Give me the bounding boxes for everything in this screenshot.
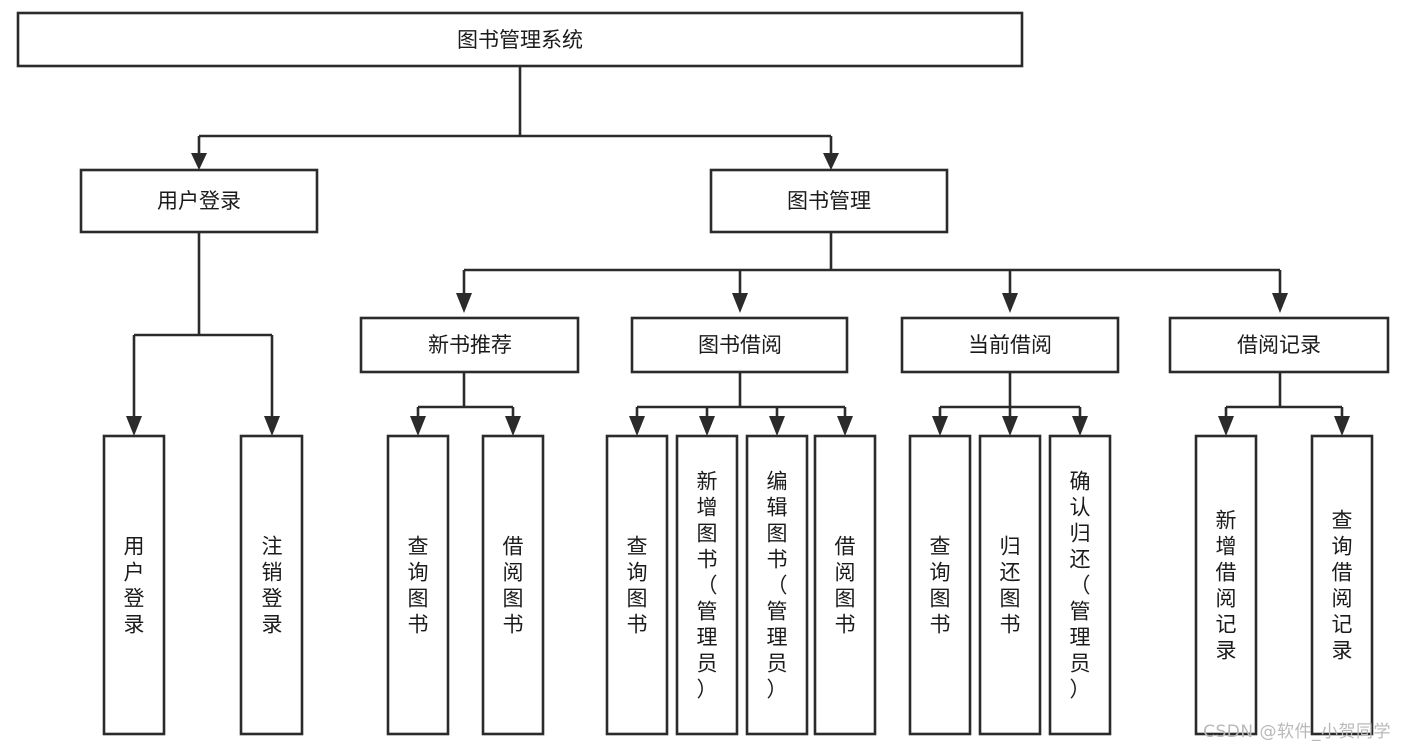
- node-leaf-query-record[interactable]: 查询借阅记录: [1310, 434, 1374, 736]
- node-user-login-label: 用户登录: [157, 189, 241, 213]
- arrowhead-book-management: [823, 153, 839, 170]
- arrowhead-leaf-add-book: [699, 416, 715, 436]
- node-leaf-logout-login-label: 注销登录: [262, 534, 283, 636]
- node-leaf-return-book-box[interactable]: [978, 434, 1042, 736]
- node-leaf-user-login-label: 用户登录: [124, 534, 145, 636]
- node-user-login[interactable]: 用户登录: [79, 168, 319, 234]
- node-leaf-borrow-book-1[interactable]: 借阅图书: [481, 434, 545, 736]
- node-root-box[interactable]: [16, 11, 1024, 68]
- node-leaf-edit-book-box[interactable]: [745, 434, 809, 736]
- node-leaf-logout-login-box[interactable]: [239, 434, 304, 736]
- node-leaf-query-record-box[interactable]: [1310, 434, 1374, 736]
- node-leaf-logout-login[interactable]: 注销登录: [239, 434, 304, 736]
- node-leaf-confirm-return-label: 确认归还（管理员）: [1070, 469, 1091, 701]
- connector-layer: [126, 66, 1350, 436]
- node-borrow-record-label: 借阅记录: [1237, 333, 1321, 357]
- node-leaf-add-book[interactable]: 新增图书（管理员）: [675, 434, 739, 736]
- node-book-borrow[interactable]: 图书借阅: [630, 316, 849, 374]
- node-leaf-query-book-1-box[interactable]: [386, 434, 450, 736]
- node-leaf-borrow-book-2-box[interactable]: [813, 434, 877, 736]
- node-root[interactable]: 图书管理系统: [16, 11, 1024, 68]
- node-leaf-query-book-3-label: 查询图书: [930, 534, 951, 636]
- node-leaf-confirm-return[interactable]: 确认归还（管理员）: [1048, 434, 1112, 736]
- arrowhead-leaf-query-book-3: [932, 416, 948, 436]
- arrowhead-leaf-query-book-1: [410, 416, 426, 436]
- arrowhead-leaf-edit-book: [769, 416, 785, 436]
- arrowhead-user-login: [191, 153, 207, 170]
- node-leaf-add-book-label: 新增图书（管理员）: [697, 469, 718, 701]
- node-current-borrow-label: 当前借阅: [968, 333, 1052, 357]
- node-user-login-box[interactable]: [79, 168, 319, 234]
- node-leaf-query-book-2-label: 查询图书: [627, 534, 648, 636]
- node-leaf-query-record-label: 查询借阅记录: [1332, 508, 1353, 662]
- node-current-borrow-box[interactable]: [900, 316, 1120, 374]
- node-leaf-add-record[interactable]: 新增借阅记录: [1194, 434, 1258, 736]
- arrowhead-new-book-recommend: [456, 293, 472, 313]
- node-leaf-query-book-3[interactable]: 查询图书: [908, 434, 972, 736]
- node-leaf-query-book-1[interactable]: 查询图书: [386, 434, 450, 736]
- node-root-label: 图书管理系统: [457, 28, 583, 52]
- arrowhead-book-borrow: [732, 293, 748, 313]
- node-leaf-add-record-box[interactable]: [1194, 434, 1258, 736]
- node-leaf-add-record-label: 新增借阅记录: [1216, 508, 1237, 662]
- arrowhead-leaf-borrow-book-2: [837, 416, 853, 436]
- node-leaf-user-login-box[interactable]: [102, 434, 166, 736]
- node-leaf-confirm-return-box[interactable]: [1048, 434, 1112, 736]
- arrowhead-borrow-record: [1272, 293, 1288, 313]
- arrowhead-leaf-query-book-2: [629, 416, 645, 436]
- node-leaf-query-book-3-box[interactable]: [908, 434, 972, 736]
- arrowhead-current-borrow: [1002, 293, 1018, 313]
- node-leaf-query-book-2-box[interactable]: [605, 434, 669, 736]
- node-leaf-add-book-box[interactable]: [675, 434, 739, 736]
- node-leaf-user-login[interactable]: 用户登录: [102, 434, 166, 736]
- node-current-borrow[interactable]: 当前借阅: [900, 316, 1120, 374]
- node-book-management-label: 图书管理: [787, 189, 871, 213]
- node-leaf-query-book-2[interactable]: 查询图书: [605, 434, 669, 736]
- arrowhead-leaf-query-record: [1334, 416, 1350, 436]
- arrowhead-leaf-add-record: [1218, 416, 1234, 436]
- arrowhead-leaf-user-login: [126, 416, 142, 436]
- csdn-watermark: CSDN @软件_小贺同学: [1203, 722, 1391, 742]
- node-leaf-borrow-book-2-label: 借阅图书: [835, 534, 856, 636]
- node-leaf-edit-book[interactable]: 编辑图书（管理员）: [745, 434, 809, 736]
- node-leaf-borrow-book-2[interactable]: 借阅图书: [813, 434, 877, 736]
- node-book-management[interactable]: 图书管理: [709, 168, 949, 234]
- arrowhead-leaf-borrow-book-1: [505, 416, 521, 436]
- arrowhead-leaf-return-book: [1002, 416, 1018, 436]
- arrowhead-leaf-confirm-return: [1072, 416, 1088, 436]
- node-book-borrow-box[interactable]: [630, 316, 849, 374]
- node-borrow-record-box[interactable]: [1168, 316, 1390, 374]
- node-new-book-recommend[interactable]: 新书推荐: [359, 316, 580, 374]
- node-leaf-borrow-book-1-label: 借阅图书: [503, 534, 524, 636]
- arrowhead-leaf-logout-login: [264, 416, 280, 436]
- node-book-management-box[interactable]: [709, 168, 949, 234]
- node-leaf-edit-book-label: 编辑图书（管理员）: [767, 469, 788, 701]
- node-new-book-recommend-box[interactable]: [359, 316, 580, 374]
- node-new-book-recommend-label: 新书推荐: [428, 333, 512, 357]
- node-book-borrow-label: 图书借阅: [698, 333, 782, 357]
- node-leaf-borrow-book-1-box[interactable]: [481, 434, 545, 736]
- node-leaf-return-book[interactable]: 归还图书: [978, 434, 1042, 736]
- node-borrow-record[interactable]: 借阅记录: [1168, 316, 1390, 374]
- node-leaf-return-book-label: 归还图书: [1000, 534, 1021, 636]
- node-leaf-query-book-1-label: 查询图书: [408, 534, 429, 636]
